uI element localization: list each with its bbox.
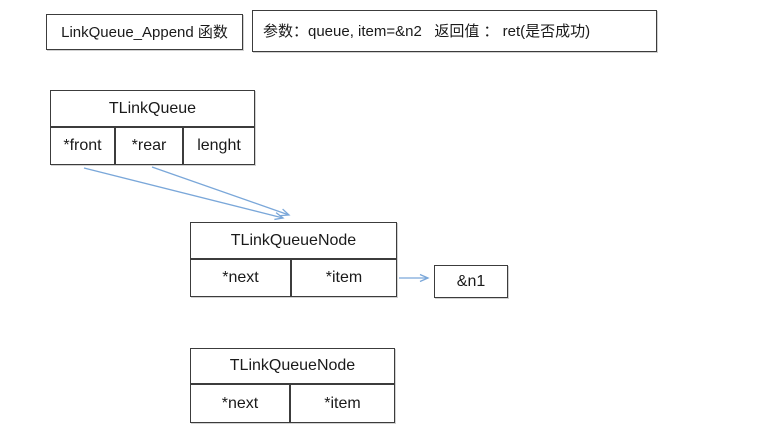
node1-item-label: *item [325, 269, 363, 286]
n1-label: &n1 [456, 272, 486, 290]
node2-field-next: *next [190, 384, 290, 423]
lenght-label: lenght [197, 137, 241, 154]
tlinkqueue-title: TLinkQueue [108, 99, 197, 117]
tlinkqueue-field-front: *front [50, 127, 115, 165]
function-title-label: LinkQueue_Append 函数 [61, 23, 228, 41]
tlinkqueue-field-lenght: lenght [183, 127, 255, 165]
node2-item-label: *item [324, 394, 361, 412]
front-label: *front [63, 137, 102, 154]
tlinkqueue-header: TLinkQueue [50, 90, 255, 127]
node2-next-label: *next [221, 394, 259, 412]
rear-label: *rear [131, 137, 167, 154]
tlinkqueue-field-rear: *rear [115, 127, 183, 165]
node1-title: TLinkQueueNode [230, 231, 357, 249]
node1-field-next: *next [190, 259, 291, 297]
node2-field-item: *item [290, 384, 395, 423]
node1-header: TLinkQueueNode [190, 222, 397, 259]
function-title-box: LinkQueue_Append 函数 [46, 14, 243, 50]
node2-title: TLinkQueueNode [229, 357, 356, 374]
node1-field-item: *item [291, 259, 397, 297]
arrow-front-to-node1 [83, 167, 285, 221]
arrow-rear-to-node1 [151, 166, 291, 217]
node1-next-label: *next [222, 269, 259, 286]
node2-header: TLinkQueueNode [190, 348, 395, 384]
n1-value-box: &n1 [434, 265, 508, 298]
params-box: 参数：queue, item=&n2 返回值 ： ret(是否成功) [252, 10, 657, 52]
params-label: 参数：queue, item=&n2 返回值 ： ret(是否成功) [263, 22, 591, 40]
